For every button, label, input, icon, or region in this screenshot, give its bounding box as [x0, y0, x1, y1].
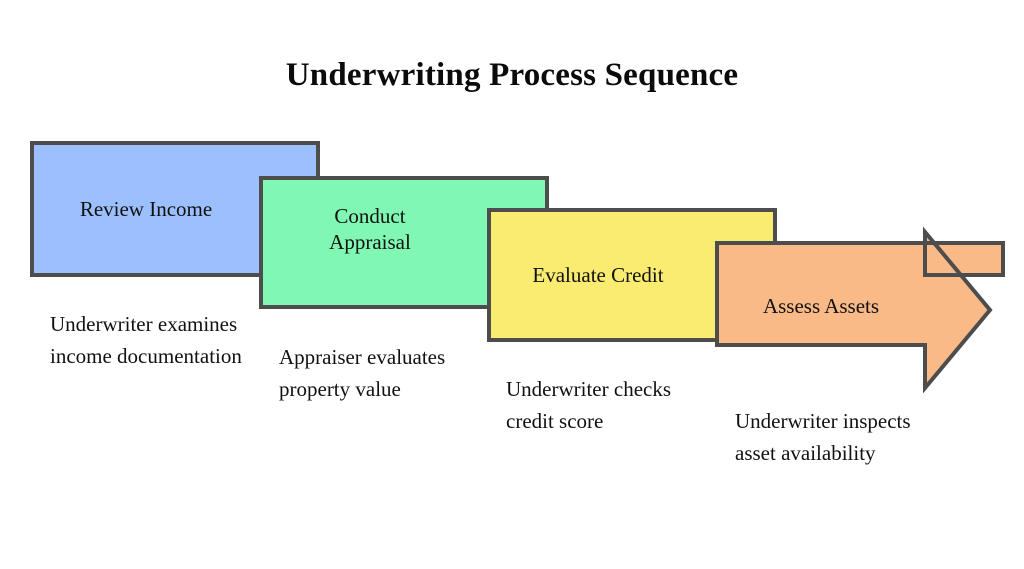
step-caption-assess-assets: Underwriter inspects asset availability: [735, 409, 911, 465]
process-shape-step-4[interactable]: [715, 226, 1005, 394]
step-caption-evaluate-credit: Underwriter checks credit score: [506, 377, 672, 433]
page-title: Underwriting Process Sequence: [285, 57, 739, 93]
step-caption-review-income: Underwriter examines income documentatio…: [50, 312, 242, 368]
step-caption-conduct-appraisal: Appraiser evaluates property value: [279, 345, 446, 401]
